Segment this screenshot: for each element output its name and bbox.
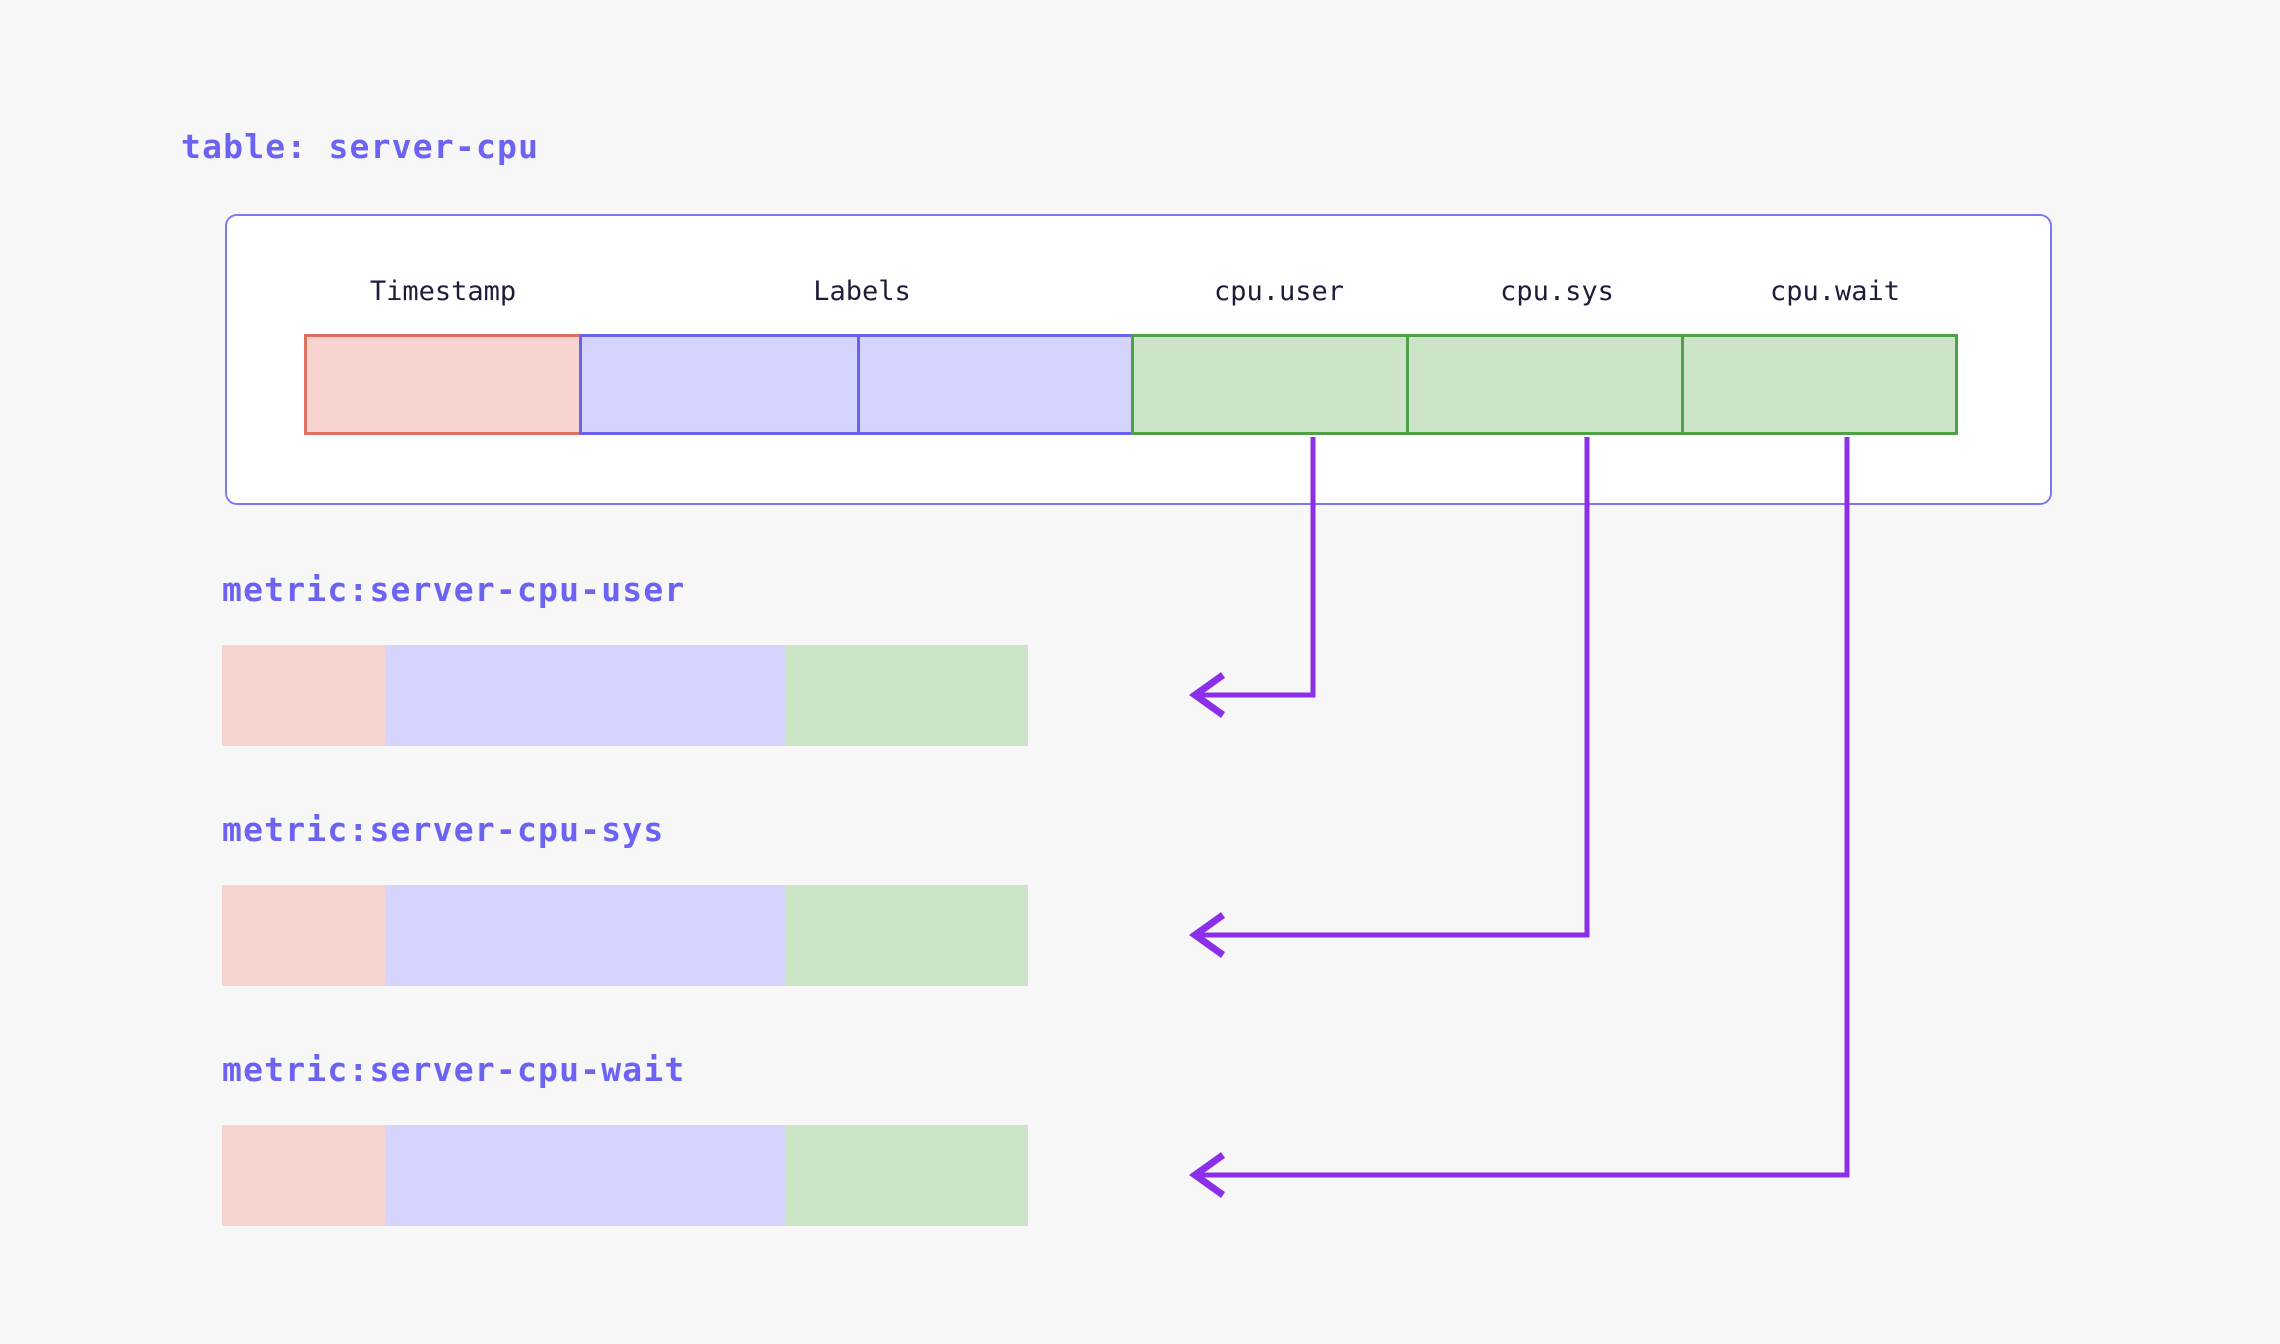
metric-server-cpu-wait-cell-3: [785, 1125, 1028, 1226]
metric-server-cpu-user-label: metric:server-cpu-user: [222, 570, 686, 609]
metric-server-cpu-user-cell-3: [785, 645, 1028, 746]
metric-server-cpu-user-row: [222, 645, 1028, 746]
metric-server-cpu-sys-cell-1: [385, 885, 550, 986]
schema-cell-timestamp-column: [304, 334, 582, 435]
column-header-cpu-user: cpu.user: [1213, 276, 1345, 307]
metric-server-cpu-sys-label: metric:server-cpu-sys: [222, 810, 665, 849]
metric-server-cpu-sys-cell-2: [547, 885, 788, 986]
metric-server-cpu-sys-row: [222, 885, 1028, 986]
column-header-cpu-wait: cpu.wait: [1769, 276, 1901, 307]
metric-server-cpu-wait-cell-1: [385, 1125, 550, 1226]
metric-server-cpu-user-cell-2: [547, 645, 788, 746]
column-header-cpu-sys: cpu.sys: [1500, 276, 1614, 307]
table-schema-row: [304, 334, 1958, 435]
schema-cell-labels-column: [579, 334, 860, 435]
metric-server-cpu-wait-cell-0: [222, 1125, 388, 1226]
metric-server-cpu-user-cell-1: [385, 645, 550, 746]
arrow-cpu-wait-to-metric: [1188, 437, 1850, 1198]
metric-server-cpu-wait-row: [222, 1125, 1028, 1226]
metric-server-cpu-wait-cell-2: [547, 1125, 788, 1226]
metric-server-cpu-wait-label: metric:server-cpu-wait: [222, 1050, 686, 1089]
arrow-cpu-sys-to-metric: [1188, 437, 1590, 958]
schema-cell-labels-column-2: [857, 334, 1134, 435]
metric-server-cpu-sys-cell-0: [222, 885, 388, 986]
metric-server-cpu-sys-cell-3: [785, 885, 1028, 986]
metric-server-cpu-user-cell-0: [222, 645, 388, 746]
column-header-timestamp: Timestamp: [369, 276, 517, 307]
schema-cell-cpu-user-column: [1131, 334, 1409, 435]
schema-cell-cpu-wait-column: [1681, 334, 1958, 435]
schema-cell-cpu-sys-column: [1406, 334, 1684, 435]
column-header-labels: Labels: [813, 276, 911, 307]
page-title: table: server-cpu: [181, 127, 540, 166]
